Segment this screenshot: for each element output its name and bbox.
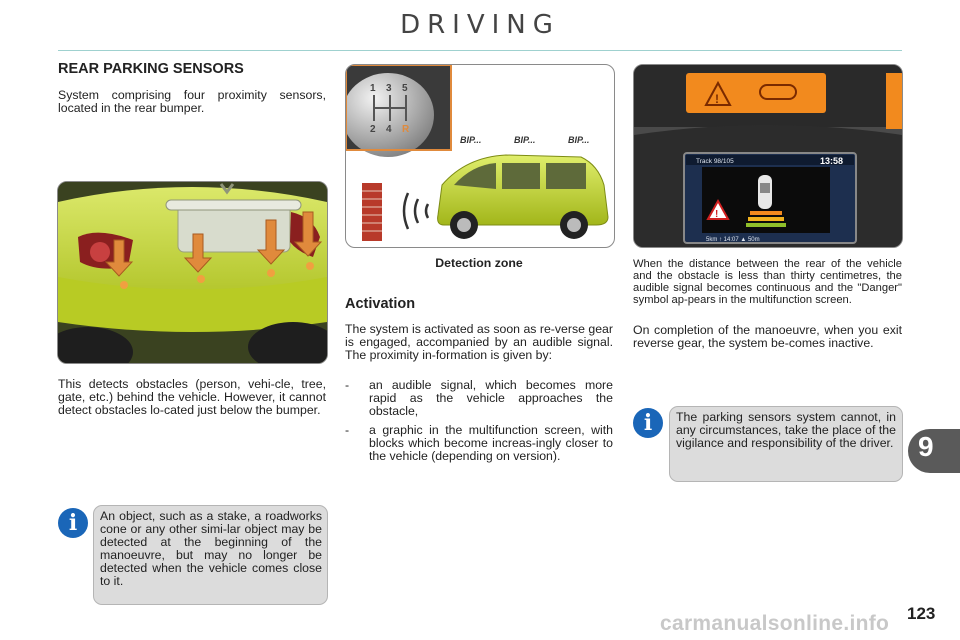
bip-label: BIP...: [460, 135, 481, 145]
intro-paragraph: System comprising four proximity sensors…: [58, 88, 326, 115]
bip-label: BIP...: [568, 135, 589, 145]
page-number: 123: [907, 604, 936, 623]
chapter-number: 9: [918, 431, 934, 462]
svg-text:!: !: [715, 92, 719, 106]
info-icon: i: [633, 408, 663, 438]
detection-zone-illustration: 1 3 5 2 4 R BIP... BIP... BIP...: [345, 64, 615, 248]
activation-bullet-list: -an audible signal, which becomes more r…: [345, 376, 613, 463]
activation-heading: Activation: [345, 296, 416, 312]
danger-paragraph: When the distance between the rear of th…: [633, 258, 902, 306]
detection-zone-caption: Detection zone: [435, 256, 523, 270]
title-divider: [58, 50, 902, 51]
proximity-blocks: [746, 211, 786, 227]
section-heading: REAR PARKING SENSORS: [58, 61, 244, 77]
gear-label: 4: [386, 124, 392, 135]
gear-label: 5: [402, 83, 408, 94]
gear-label: 2: [370, 124, 376, 135]
watermark: carmanualsonline.info: [660, 612, 890, 635]
brick-wall: [362, 183, 382, 241]
svg-text:!: !: [715, 209, 718, 220]
chapter-title: DRIVING: [400, 10, 560, 40]
info-note-left: [93, 505, 328, 605]
bip-label: BIP...: [514, 135, 535, 145]
info-icon: i: [58, 508, 88, 538]
list-item: -a graphic in the multifunction screen, …: [345, 423, 613, 463]
info-note-right: [669, 406, 903, 482]
info-note-left-text: An object, such as a stake, a roadworks …: [100, 509, 322, 588]
screen-track-label: Track 98/105: [696, 158, 734, 165]
gear-label: 3: [386, 83, 392, 94]
multifunction-screen-illustration: ! Track 98/105 13:58 ! 5km ↑ 14:07 ▲ 50m: [633, 64, 903, 248]
detection-paragraph: This detects obstacles (person, vehi-cle…: [58, 377, 326, 417]
screen-status-line: 5km ↑ 14:07 ▲ 50m: [706, 237, 760, 243]
screen-clock: 13:58: [820, 156, 843, 166]
rear-bumper-illustration: [57, 181, 328, 364]
sensor-waves: [402, 192, 430, 230]
chapter-tab: [908, 429, 960, 473]
completion-paragraph: On completion of the manoeuvre, when you…: [633, 323, 902, 350]
gear-label-reverse: R: [402, 124, 410, 135]
info-note-right-text: The parking sensors system cannot, in an…: [676, 410, 896, 450]
gear-label: 1: [370, 83, 376, 94]
activation-paragraph: The system is activated as soon as re-ve…: [345, 322, 613, 362]
car-side-view: [437, 154, 609, 239]
list-item: -an audible signal, which becomes more r…: [345, 378, 613, 418]
